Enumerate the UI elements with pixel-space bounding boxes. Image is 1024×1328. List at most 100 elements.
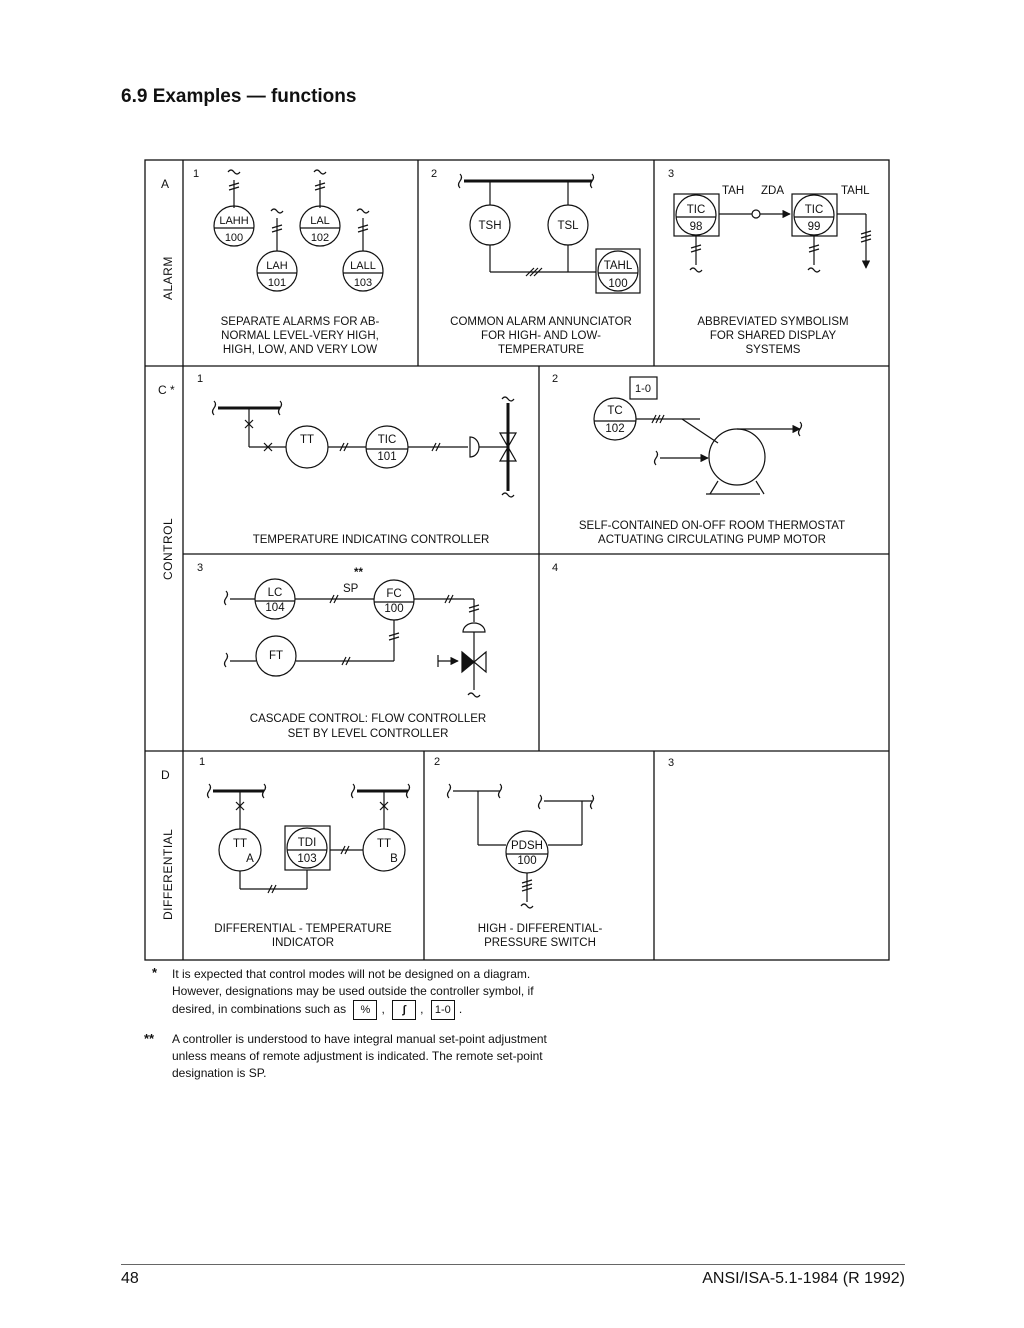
zda-label: ZDA [761,185,784,197]
on-off-mode-box: 1-0 [430,1000,455,1020]
ft-tag: FT [269,650,283,662]
standard-designation: ANSI/ISA-5.1-1984 (R 1992) [702,1270,905,1287]
footnote-2-mark: ** [144,1031,155,1046]
caption-c3-line1: CASCADE CONTROL: FLOW CONTROLLER [250,713,486,725]
lahh-tag: LAHH [219,215,248,227]
setpoint-label: SP [343,583,359,595]
tah-label: TAH [722,185,744,197]
fc-tag: FC [386,588,401,600]
cell-number-d3: 3 [668,757,674,769]
caption-d1-line1: DIFFERENTIAL - TEMPERATURE [214,923,392,935]
tt-tag: TT [300,434,314,446]
page-heading: 6.9 Examples — functions [121,86,357,107]
cell-number-c3: 3 [197,562,203,574]
tic98-number: 98 [690,221,703,233]
tt-a-tag: TT [233,838,247,850]
lahh-number: 100 [225,232,243,244]
cell-c2-diagram: 1-0 TC 102 SELF-CONTAINED ON-OFF ROOM TH… [579,376,845,546]
terminator: . [458,1002,463,1017]
tsh-tag: TSH [479,220,502,232]
tsl-tag: TSL [557,220,579,232]
caption-c2-line2: ACTUATING CIRCULATING PUMP MOTOR [598,534,826,546]
caption-a2-line1: COMMON ALARM ANNUNCIATOR [450,316,632,328]
tt-b-tag: TT [377,838,391,850]
cell-number-a3: 3 [668,168,674,180]
remote-setpoint-stars: ** [354,567,363,579]
cell-number-a1: 1 [193,168,199,180]
lah-tag: LAH [266,260,287,272]
fc-number: 100 [384,603,403,615]
integral-mode-box: ∫ [392,1000,417,1020]
table-grid [144,159,890,961]
footnote-1-line3: desired, in combinations such as %, ∫, 1… [172,1000,462,1020]
caption-a3-line2: FOR SHARED DISPLAY [710,330,837,342]
percent-mode-box: % [353,1000,378,1020]
cell-c3-diagram: ** SP LC 104 FC 100 FT CASCADE CONTROL: … [223,567,487,740]
section-letter-alarm: A [161,177,169,191]
caption-a1-line1: SEPARATE ALARMS FOR AB- [221,316,380,328]
cell-a1-diagram: LAHH 100 LAL 102 LAH 101 LALL 103 SEPARA… [213,169,384,356]
section-label-control: CONTROL [161,518,175,580]
cell-d2-diagram: PDSH 100 HIGH - DIFFERENTIAL- PRESSURE S… [446,783,603,949]
footnote-1-line1: It is expected that control modes will n… [172,967,531,981]
section-label-differential: DIFFERENTIAL [161,829,175,920]
pdsh-number: 100 [517,855,536,867]
lal-tag: LAL [310,215,330,227]
tic101-number: 101 [377,451,396,463]
lc-tag: LC [268,587,283,599]
cell-d1-diagram: TT A TDI 103 TT B DIFFERENTIAL - TEMPERA… [206,783,411,949]
caption-c2-line1: SELF-CONTAINED ON-OFF ROOM THERMOSTAT [579,520,845,532]
cell-number-c4: 4 [552,562,558,574]
mode-box-label: 1-0 [635,383,651,395]
cell-c1-diagram: TT TIC 101 TEMPERATURE INDICATING CONTRO… [211,396,518,546]
cell-number-c2: 2 [552,373,558,385]
caption-d2-line1: HIGH - DIFFERENTIAL- [478,923,603,935]
caption-a2-line3: TEMPERATURE [498,344,584,356]
lall-number: 103 [354,277,372,289]
page-number: 48 [121,1270,139,1287]
separator: , [420,1002,424,1017]
pdsh-tag: PDSH [511,840,543,852]
tahl-label: TAHL [841,185,870,197]
caption-a2-line2: FOR HIGH- AND LOW- [481,330,601,342]
footnote-1-line3-text: desired, in combinations such as [172,1002,347,1017]
tic98-tag: TIC [687,204,706,216]
tdi-number: 103 [297,853,316,865]
cell-number-a2: 2 [431,168,437,180]
tc-tag: TC [607,405,622,417]
section-label-alarm: ALARM [161,256,175,300]
lah-number: 101 [268,277,286,289]
tic99-number: 99 [808,221,821,233]
lc-number: 104 [265,602,285,614]
caption-c3-line2: SET BY LEVEL CONTROLLER [288,728,449,740]
caption-d1-line2: INDICATOR [272,937,334,949]
caption-a3-line3: SYSTEMS [746,344,801,356]
footer-rule [121,1264,905,1265]
tic101-tag: TIC [378,434,397,446]
section-letter-control: C * [158,383,175,397]
tt-a-suffix: A [246,853,254,865]
footnote-1-line2: However, designations may be used outsid… [172,984,534,998]
cell-number-d2: 2 [434,756,440,768]
cell-number-c1: 1 [197,373,203,385]
caption-d2-line2: PRESSURE SWITCH [484,937,596,949]
caption-a3-line1: ABBREVIATED SYMBOLISM [697,316,848,328]
tc-number: 102 [605,423,624,435]
tic99-tag: TIC [805,204,824,216]
footnote-1-mark: * [152,965,158,980]
section-letter-differential: D [161,768,170,782]
tahl-tag: TAHL [604,260,633,272]
footnote-2-line2: unless means of remote adjustment is ind… [172,1049,543,1063]
tdi-tag: TDI [298,837,317,849]
separator: , [381,1002,385,1017]
cell-number-d1: 1 [199,756,205,768]
caption-a1-line2: NORMAL LEVEL-VERY HIGH, [221,330,379,342]
cell-a2-diagram: TSH TSL TAHL 100 COMMON ALARM ANNUNCIATO… [450,173,641,356]
caption-c1: TEMPERATURE INDICATING CONTROLLER [253,534,490,546]
footnote-2-line1: A controller is understood to have integ… [172,1032,547,1046]
cell-a3-diagram: TAH ZDA TAHL TIC 98 TIC 99 ABBREVIATED S… [673,185,872,356]
footnote-2-line3: designation is SP. [172,1066,267,1080]
tt-b-suffix: B [390,853,398,865]
tahl-number: 100 [608,278,627,290]
